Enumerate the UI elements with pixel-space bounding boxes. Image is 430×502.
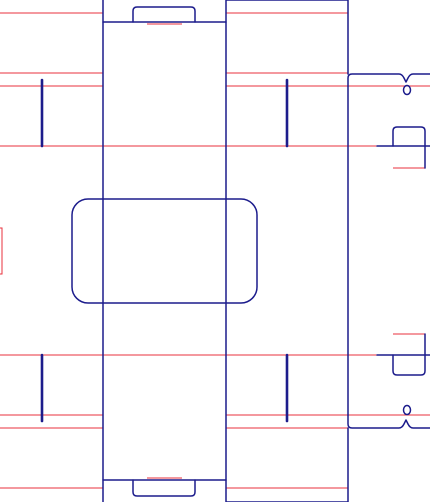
cut-notch-bottom	[402, 404, 412, 416]
cut-handle-tab-bottom	[132, 479, 196, 497]
cut-lock-tab-bottom	[392, 333, 426, 376]
cut-notch-top	[402, 84, 412, 96]
cut-side-flap-bottom	[347, 414, 430, 429]
cut-lines	[40, 0, 430, 502]
cut-display-window	[71, 198, 258, 304]
cut-right-column	[225, 0, 349, 502]
fold-lines	[0, 12, 430, 489]
cut-side-flap-top	[347, 73, 430, 87]
fold-left-edge-tab	[0, 227, 3, 275]
cut-handle-tab-top	[132, 6, 196, 23]
cut-center-panel	[102, 21, 227, 481]
cut-lock-tab-top	[392, 126, 426, 169]
